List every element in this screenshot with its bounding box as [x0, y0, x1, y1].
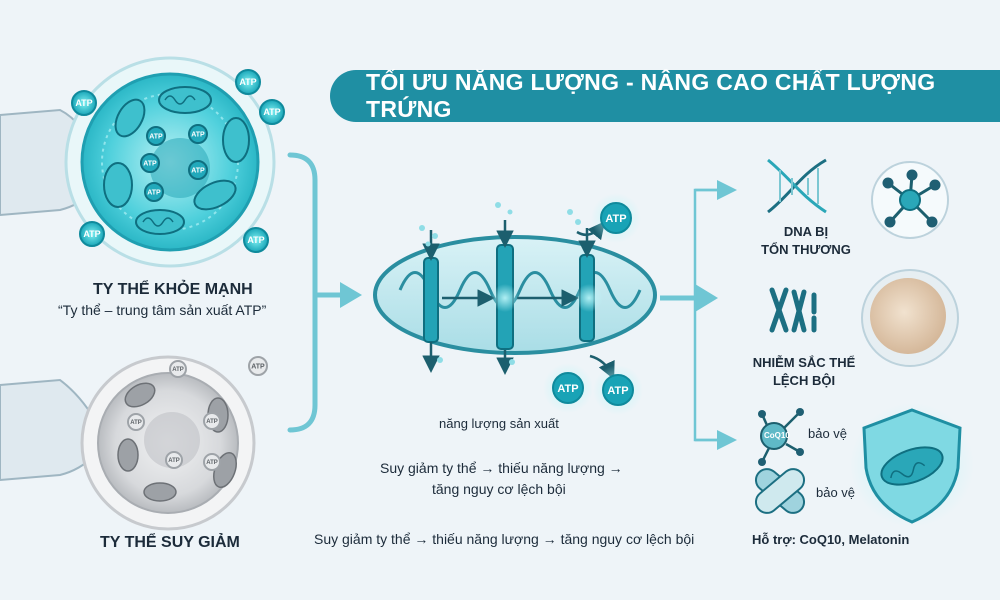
protect-label-2: bảo vệ	[816, 485, 856, 500]
pipette-bottom	[0, 378, 96, 482]
dna-icon	[767, 158, 827, 214]
chain-line-1: Suy giảm ty thể → thiếu năng lượng →	[380, 460, 623, 476]
capsule-icon	[754, 468, 806, 514]
healthy-quote: “Ty thể – trung tâm sản xuất ATP”	[58, 302, 267, 318]
egg-icon	[861, 269, 959, 367]
mitochondrion-diagram	[373, 202, 657, 380]
coq10-badge: CoQ10	[764, 431, 790, 440]
branch-arrows	[660, 180, 737, 450]
coq10-molecule-icon	[758, 408, 804, 466]
title-banner: TỐI ƯU NĂNG LƯỢNG - NÂNG CAO CHẤT LƯỢNG …	[330, 69, 1000, 122]
healthy-egg-cell	[64, 56, 276, 268]
shield-icon	[850, 403, 974, 527]
declining-egg-cell	[80, 355, 256, 531]
converge-bracket	[287, 152, 362, 433]
chain-line-2: tăng nguy cơ lệch bội	[432, 481, 566, 497]
molecule-icon	[871, 161, 949, 239]
chromosome-label-2: LỆCH BỘI	[772, 373, 836, 388]
chromosome-icon	[769, 287, 817, 333]
protect-label-1: bảo vệ	[808, 426, 848, 441]
page-title: TỐI ƯU NĂNG LƯỢNG - NÂNG CAO CHẤT LƯỢNG …	[366, 69, 936, 122]
chain-full: Suy giảm ty thể → thiếu năng lượng → tăn…	[314, 531, 695, 547]
dna-label-1: DNA BỊ	[783, 224, 829, 239]
healthy-heading: TY THỂ KHỎE MẠNH	[93, 281, 253, 298]
declining-heading: TY THỂ SUY GIẢM	[100, 534, 240, 551]
support-label: Hỗ trợ: CoQ10, Melatonin	[752, 532, 910, 547]
chromosome-label-1: NHIỄM SẮC THỂ	[752, 355, 856, 370]
dna-label-2: TỔN THƯƠNG	[761, 242, 851, 257]
energy-caption: năng lượng sản xuất	[439, 416, 559, 431]
